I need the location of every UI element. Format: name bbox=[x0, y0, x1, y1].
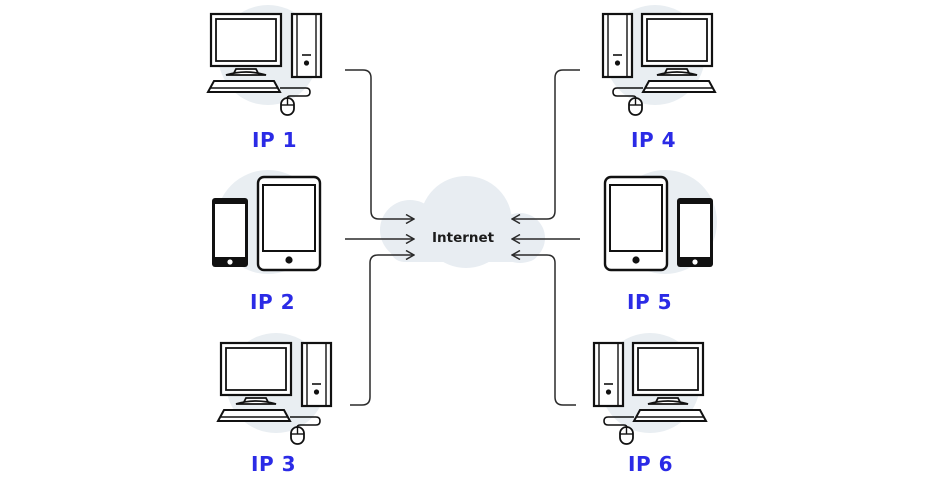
phone-icon-ip5 bbox=[677, 198, 713, 267]
connection-ip3 bbox=[350, 255, 414, 406]
tablet-icon-ip5 bbox=[603, 175, 669, 272]
node-label-ip5: IP 5 bbox=[627, 290, 672, 314]
connection-ip6 bbox=[512, 255, 576, 406]
internet-label: Internet bbox=[432, 230, 495, 246]
phone-icon-ip2 bbox=[212, 198, 248, 267]
tablet-icon-ip2 bbox=[256, 175, 322, 272]
node-label-ip2: IP 2 bbox=[250, 290, 295, 314]
node-label-ip6: IP 6 bbox=[628, 452, 673, 476]
connection-ip4 bbox=[512, 69, 580, 219]
cloud-icon bbox=[380, 176, 545, 268]
connection-ip1 bbox=[345, 69, 414, 219]
node-label-ip3: IP 3 bbox=[251, 452, 296, 476]
node-label-ip4: IP 4 bbox=[631, 128, 676, 152]
node-label-ip1: IP 1 bbox=[252, 128, 297, 152]
